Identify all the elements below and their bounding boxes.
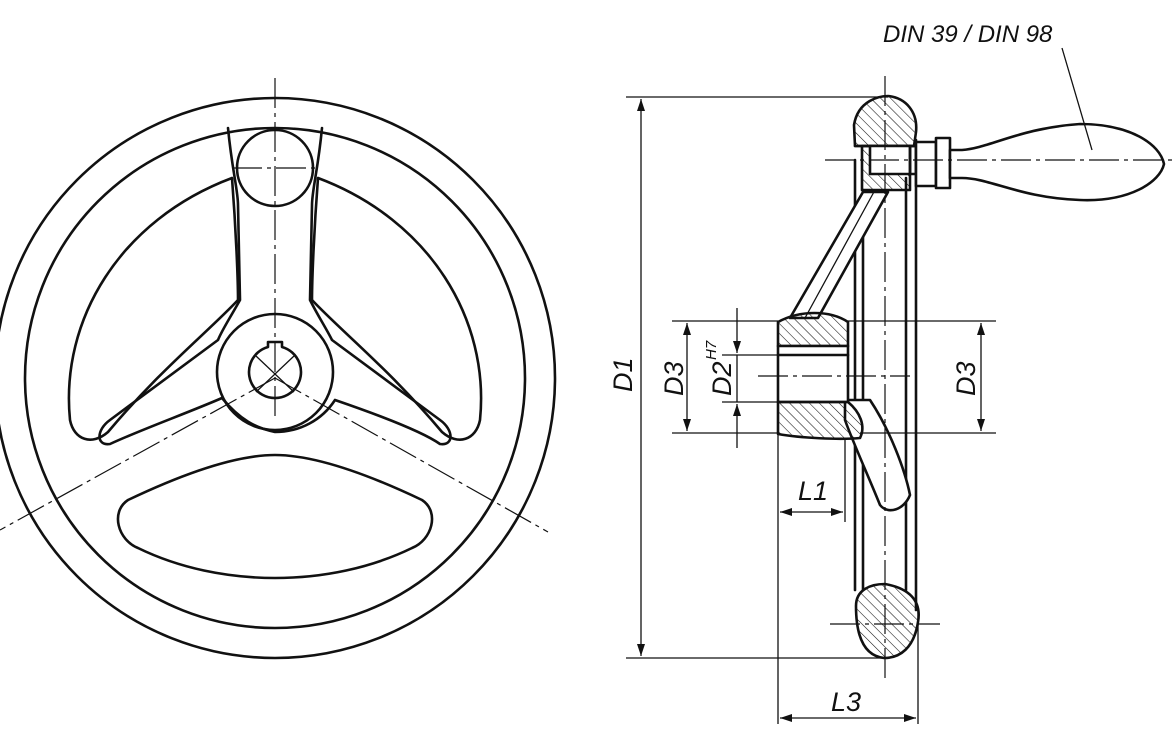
bore-with-keyway (247, 340, 303, 400)
spoke-hub-outline (98, 126, 452, 446)
side-view (626, 47, 1176, 724)
rim-outer-circle (0, 96, 557, 660)
window-right (310, 176, 483, 441)
hub-section-lower (776, 400, 864, 441)
dimension-label-l1: L1 (798, 476, 828, 506)
dimension-label-d2: D2 (707, 361, 737, 396)
dimension-label-d1: D1 (608, 357, 638, 392)
front-view (0, 78, 557, 660)
hub-section-upper (776, 311, 850, 348)
crank-handle (914, 122, 1166, 202)
rim-section-bottom (854, 582, 920, 660)
window-bottom (116, 453, 434, 580)
dimension-label-d3-right: D3 (951, 361, 981, 396)
din-leader-line (1061, 47, 1093, 151)
din-standard-note: DIN 39 / DIN 98 (883, 21, 1053, 48)
spoke-centerline-right (274, 377, 549, 533)
dimension-label-d2-tolerance: H7 (703, 340, 720, 360)
dimension-label-d3-left: D3 (659, 361, 689, 396)
spoke-centerline-left (0, 377, 276, 531)
dimension-label-l3: L3 (831, 687, 861, 717)
window-left (67, 176, 240, 441)
